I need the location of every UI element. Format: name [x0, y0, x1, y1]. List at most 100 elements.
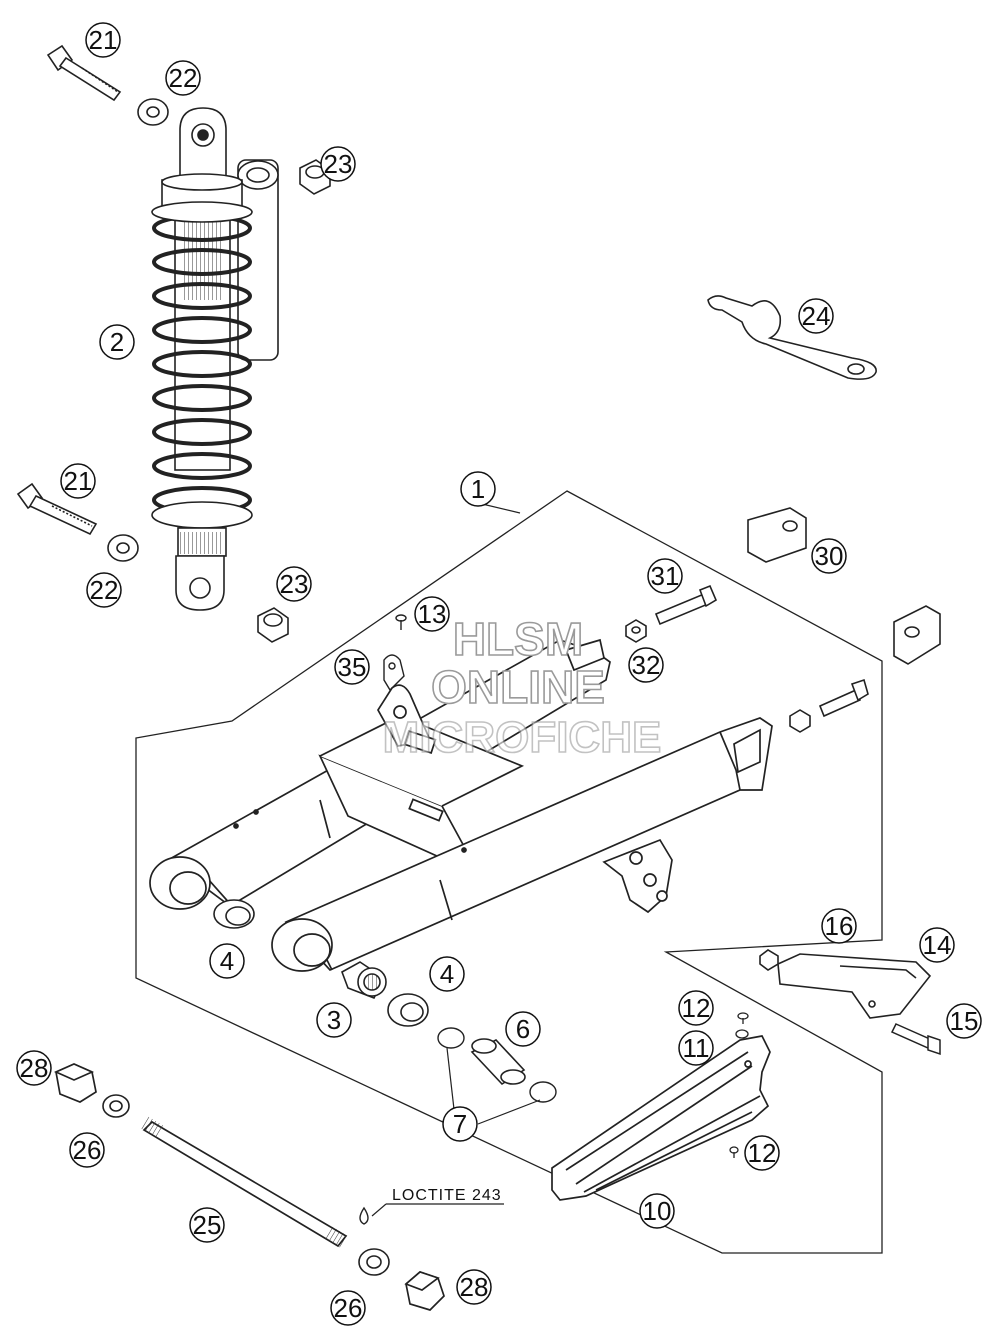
svg-text:4: 4 — [220, 946, 234, 976]
svg-text:21: 21 — [89, 25, 118, 55]
washer-11 — [735, 1029, 749, 1039]
callout-14: 14 — [919, 927, 955, 963]
svg-text:7: 7 — [453, 1109, 467, 1139]
swingarm-pivot-axle — [139, 1115, 349, 1249]
svg-text:11: 11 — [683, 1033, 710, 1063]
svg-text:2: 2 — [110, 327, 124, 357]
watermark-line-1: HLSM — [453, 613, 583, 665]
seal-7-b — [529, 1081, 557, 1103]
callout-21-top: 21 — [85, 22, 121, 58]
callout-28-left: 28 — [16, 1050, 52, 1086]
adjuster-bolt-right — [789, 678, 869, 733]
svg-text:3: 3 — [327, 1005, 341, 1035]
svg-text:21: 21 — [64, 466, 93, 496]
adjuster-nut-32 — [625, 619, 647, 643]
callout-12-bottom: 12 — [744, 1135, 780, 1171]
callout-23-top: 23 — [320, 146, 356, 182]
washer-22-lower — [107, 534, 139, 562]
callout-4-lower: 4 — [429, 956, 465, 992]
callout-23-lower: 23 — [276, 566, 312, 602]
svg-text:10: 10 — [643, 1196, 672, 1226]
callout-11: 11 — [678, 1030, 714, 1066]
callout-10: 10 — [639, 1193, 675, 1229]
nut-28-right — [404, 1271, 445, 1311]
svg-text:22: 22 — [90, 575, 119, 605]
chain-slider-10 — [551, 1035, 771, 1201]
shock-absorber — [151, 107, 279, 611]
watermark-line-3: MICROFICHE — [383, 713, 662, 762]
callout-35: 35 — [334, 649, 370, 685]
nut-23-lower — [257, 607, 289, 643]
screw-13 — [395, 614, 407, 630]
callout-6: 6 — [505, 1011, 541, 1047]
svg-text:35: 35 — [338, 652, 367, 682]
svg-text:4: 4 — [440, 959, 454, 989]
clip-35 — [383, 654, 405, 692]
svg-text:12: 12 — [682, 993, 711, 1023]
svg-text:28: 28 — [20, 1053, 49, 1083]
chain-guide-16 — [759, 949, 932, 1019]
callout-28-right: 28 — [456, 1269, 492, 1305]
callout-15: 15 — [946, 1003, 982, 1039]
callout-1: 1 — [460, 471, 496, 507]
svg-text:22: 22 — [169, 63, 198, 93]
callout-12-top: 12 — [678, 990, 714, 1026]
nut-28-left — [53, 1063, 97, 1103]
bushing-4-upper — [213, 899, 255, 929]
svg-text:13: 13 — [418, 599, 447, 629]
screw-12-bottom — [729, 1146, 739, 1158]
svg-text:15: 15 — [950, 1006, 979, 1036]
callout-26-left: 26 — [69, 1132, 105, 1168]
loctite-note: LOCTITE 243 — [392, 1187, 502, 1204]
callout-31: 31 — [647, 558, 683, 594]
seal-7-a — [437, 1027, 465, 1049]
svg-text:1: 1 — [471, 474, 485, 504]
callout-22-top: 22 — [165, 60, 201, 96]
callout-7: 7 — [442, 1106, 478, 1142]
svg-text:26: 26 — [73, 1135, 102, 1165]
svg-text:31: 31 — [651, 561, 680, 591]
watermark-line-2: ONLINE — [431, 661, 605, 713]
svg-text:30: 30 — [815, 541, 844, 571]
swingarm-assembly-outline — [135, 490, 883, 1254]
chain-adjuster-block-right — [747, 507, 807, 563]
chain-adjuster-block-left — [893, 605, 941, 665]
watermark: HLSM ONLINE MICROFICHE — [382, 612, 662, 763]
callout-32: 32 — [628, 647, 664, 683]
washer-22-top — [137, 98, 169, 126]
svg-text:24: 24 — [802, 301, 831, 331]
svg-text:6: 6 — [516, 1014, 530, 1044]
callout-3: 3 — [316, 1002, 352, 1038]
bearing-3 — [341, 961, 387, 1000]
bolt-15 — [890, 1023, 941, 1056]
callout-13: 13 — [414, 596, 450, 632]
svg-text:12: 12 — [748, 1138, 777, 1168]
svg-text:26: 26 — [334, 1293, 363, 1323]
svg-text:14: 14 — [923, 930, 952, 960]
shock-bolt-top — [46, 44, 122, 102]
callout-16: 16 — [821, 908, 857, 944]
callout-24: 24 — [798, 298, 834, 334]
svg-text:16: 16 — [825, 911, 854, 941]
adjuster-bolt-31 — [654, 584, 718, 626]
bushing-4-lower — [387, 993, 429, 1027]
sleeve-6 — [470, 1038, 526, 1086]
swingarm — [149, 638, 773, 972]
screw-12-top — [737, 1012, 749, 1024]
hook-wrench — [707, 295, 877, 380]
loctite-drop-icon — [359, 1206, 369, 1225]
shock-bolt-lower — [16, 482, 98, 536]
callout-25: 25 — [189, 1207, 225, 1243]
washer-26-left — [102, 1094, 130, 1118]
callout-4-upper: 4 — [209, 943, 245, 979]
callout-2: 2 — [99, 324, 135, 360]
callout-21-lower: 21 — [60, 463, 96, 499]
svg-text:23: 23 — [324, 149, 353, 179]
callout-22-lower: 22 — [86, 572, 122, 608]
svg-text:23: 23 — [280, 569, 309, 599]
callout-26-right: 26 — [330, 1290, 366, 1326]
svg-text:28: 28 — [460, 1272, 489, 1302]
svg-text:25: 25 — [193, 1210, 222, 1240]
washer-26-right — [358, 1248, 390, 1276]
